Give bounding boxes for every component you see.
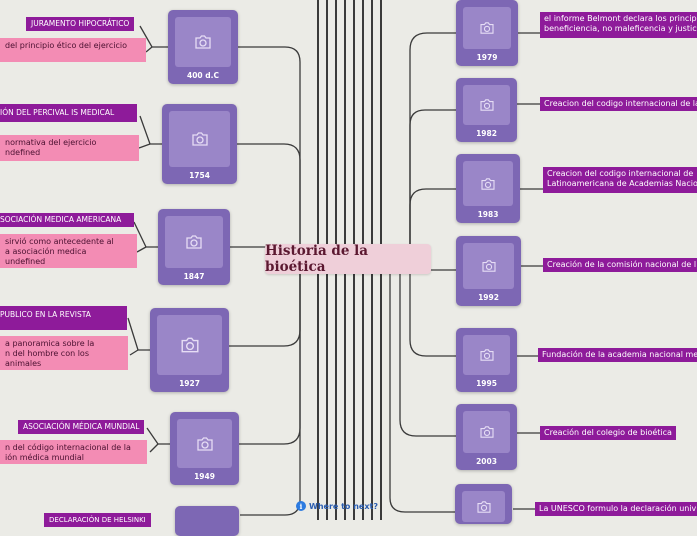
timeline-node-1927[interactable]: 1927 [150,308,229,392]
heading-percival[interactable]: IÓN DEL PERCIVAL IS MEDICAL [0,104,137,122]
image-placeholder [463,411,510,453]
image-placeholder [463,7,511,49]
timeline-node-1847[interactable]: 1847 [158,209,230,285]
camera-icon [196,436,213,451]
timeline-node-1754[interactable]: 1754 [162,104,237,184]
node-year: 1754 [189,171,210,180]
camera-icon [481,260,496,272]
image-placeholder [463,243,514,289]
heading-publico-revista[interactable]: PUBLICO EN LA REVISTA [0,306,127,330]
image-placeholder [463,85,510,125]
image-placeholder [175,17,231,67]
node-year: 1995 [476,379,497,388]
timeline-node-helsinki[interactable] [175,506,239,536]
image-placeholder [463,161,513,206]
desc-asociacion-medica-mundial[interactable]: n del código internacional de la ión méd… [0,440,147,464]
camera-icon [181,337,198,353]
camera-icon [479,426,494,438]
image-placeholder [169,111,230,167]
camera-icon [479,99,494,111]
desc-juramento-hipocratico[interactable]: del principio ético del ejercicio [0,38,146,62]
label-academia-nacional[interactable]: Fundación de la academia nacional me [538,348,697,362]
node-year: 1949 [194,472,215,481]
camera-icon [191,132,208,146]
camera-icon [479,349,494,361]
node-year: 1927 [179,379,200,388]
node-year: 2003 [476,457,497,466]
camera-icon [195,35,211,49]
camera-icon [480,22,494,34]
timeline-node-1979[interactable]: 1979 [456,0,518,66]
info-icon: i [296,501,306,511]
node-year: 1847 [183,272,205,281]
label-codigo-latinoamericana[interactable]: Creacion del codigo internacional de Lat… [543,167,697,193]
node-year: 1992 [478,293,499,302]
desc-percival[interactable]: normativa del ejercicio ndefined [0,135,139,161]
label-colegio-bioetica[interactable]: Creación del colegio de bioética [540,426,676,440]
camera-icon [476,500,491,513]
node-year: 1983 [477,210,499,219]
camera-icon [481,177,495,190]
central-topic[interactable]: Historia de la bioética [265,243,431,275]
node-year: 400 d.C [187,71,219,80]
timeline-node-1949[interactable]: 1949 [170,412,239,485]
node-year: 1982 [476,129,497,138]
label-codigo-internacional-1982[interactable]: Creacion del codigo internacional de la [540,97,697,111]
image-placeholder [177,419,232,468]
where-to-next-label: Where to next? [309,501,378,511]
timeline-node-1992[interactable]: 1992 [456,236,521,306]
heading-asociacion-medica-americana[interactable]: SOCIACIÓN MEDICA AMERICANA [0,213,134,227]
timeline-node-unesco[interactable] [455,484,512,524]
heading-declaracion-helsinki[interactable]: DECLARACIÓN DE HELSINKI [44,513,151,527]
image-placeholder [157,315,222,375]
timeline-node-2003[interactable]: 2003 [456,404,517,470]
timeline-node-1982[interactable]: 1982 [456,78,517,142]
node-year: 1979 [476,53,498,62]
timeline-node-1983[interactable]: 1983 [456,154,520,223]
camera-icon [186,235,202,249]
heading-juramento-hipocratico[interactable]: JURAMENTO HIPOCRÁTICO [26,17,135,31]
image-placeholder [463,335,510,375]
desc-publico-revista[interactable]: a panoramica sobre la n del hombre con l… [0,336,128,370]
label-informe-belmont[interactable]: el informe Belmont declara los princip b… [540,12,697,38]
where-to-next-link[interactable]: i Where to next? [296,501,378,511]
heading-asociacion-medica-mundial[interactable]: ASOCIACIÓN MÉDICA MUNDIAL [18,420,145,434]
timeline-node-400dc[interactable]: 400 d.C [168,10,238,84]
timeline-node-1995[interactable]: 1995 [456,328,517,392]
image-placeholder [165,216,223,268]
label-unesco-declaracion[interactable]: La UNESCO formulo la declaración univ [535,502,697,516]
label-comision-nacional[interactable]: Creación de la comisión nacional de l [543,258,697,272]
desc-asociacion-medica-americana[interactable]: sirvió como antecedente al a asociación … [0,234,137,268]
image-placeholder [462,491,505,522]
